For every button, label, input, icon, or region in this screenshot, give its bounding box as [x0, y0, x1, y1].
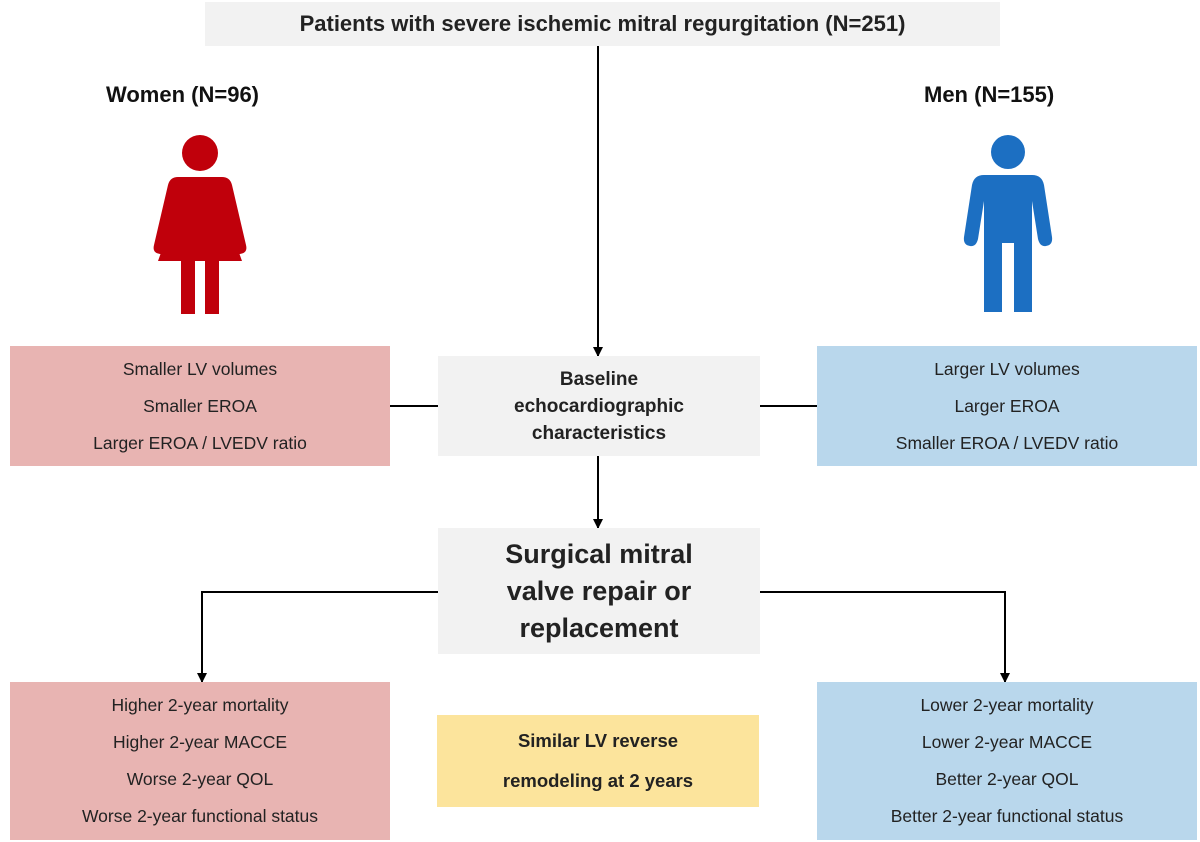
- baseline-line: Baseline: [559, 368, 639, 390]
- men-outcome-item: Lower 2-year mortality: [920, 695, 1094, 715]
- women-outcome-item: Worse 2-year functional status: [81, 806, 319, 826]
- woman-icon: [153, 135, 247, 314]
- baseline-line: echocardiographic: [514, 395, 684, 417]
- men-title: Men (N=155): [924, 82, 1055, 107]
- men-outcomes-box: Lower 2-year mortality Lower 2-year MACC…: [817, 682, 1197, 840]
- surgery-line: valve repair or: [506, 575, 692, 606]
- man-icon: [963, 135, 1053, 312]
- men-baseline-item: Larger LV volumes: [934, 358, 1080, 379]
- men-baseline-item: Larger EROA: [954, 395, 1060, 416]
- similar-line: Similar LV reverse: [517, 730, 679, 751]
- similar-line: remodeling at 2 years: [502, 770, 694, 791]
- arrow-surgery-to-women-outcomes: [197, 591, 438, 683]
- surgery-line: Surgical mitral: [505, 538, 693, 569]
- baseline-characteristics-box: Baseline echocardiographic characteristi…: [438, 356, 760, 456]
- women-outcome-item: Higher 2-year mortality: [111, 695, 289, 715]
- arrow-surgery-to-men-outcomes: [760, 591, 1010, 683]
- women-outcome-item: Higher 2-year MACCE: [112, 732, 288, 752]
- similar-remodeling-box: Similar LV reverse remodeling at 2 years: [437, 715, 759, 807]
- women-baseline-box: Smaller LV volumes Smaller EROA Larger E…: [10, 346, 390, 466]
- men-baseline-box: Larger LV volumes Larger EROA Smaller ER…: [817, 346, 1197, 466]
- men-outcome-item: Better 2-year QOL: [935, 769, 1079, 789]
- men-baseline-item: Smaller EROA / LVEDV ratio: [895, 432, 1119, 453]
- men-outcome-item: Better 2-year functional status: [890, 806, 1124, 826]
- header-box: Patients with severe ischemic mitral reg…: [205, 2, 1000, 46]
- women-outcomes-box: Higher 2-year mortality Higher 2-year MA…: [10, 682, 390, 840]
- women-title: Women (N=96): [106, 82, 260, 107]
- women-baseline-item: Smaller LV volumes: [122, 358, 278, 379]
- women-outcome-item: Worse 2-year QOL: [126, 769, 274, 789]
- header-title: Patients with severe ischemic mitral reg…: [299, 11, 906, 36]
- women-baseline-item: Larger EROA / LVEDV ratio: [93, 432, 307, 453]
- men-outcome-item: Lower 2-year MACCE: [921, 732, 1093, 752]
- surgery-box: Surgical mitral valve repair or replacem…: [438, 528, 760, 654]
- baseline-line: characteristics: [531, 422, 667, 444]
- women-baseline-item: Smaller EROA: [143, 395, 257, 416]
- surgery-line: replacement: [519, 612, 679, 643]
